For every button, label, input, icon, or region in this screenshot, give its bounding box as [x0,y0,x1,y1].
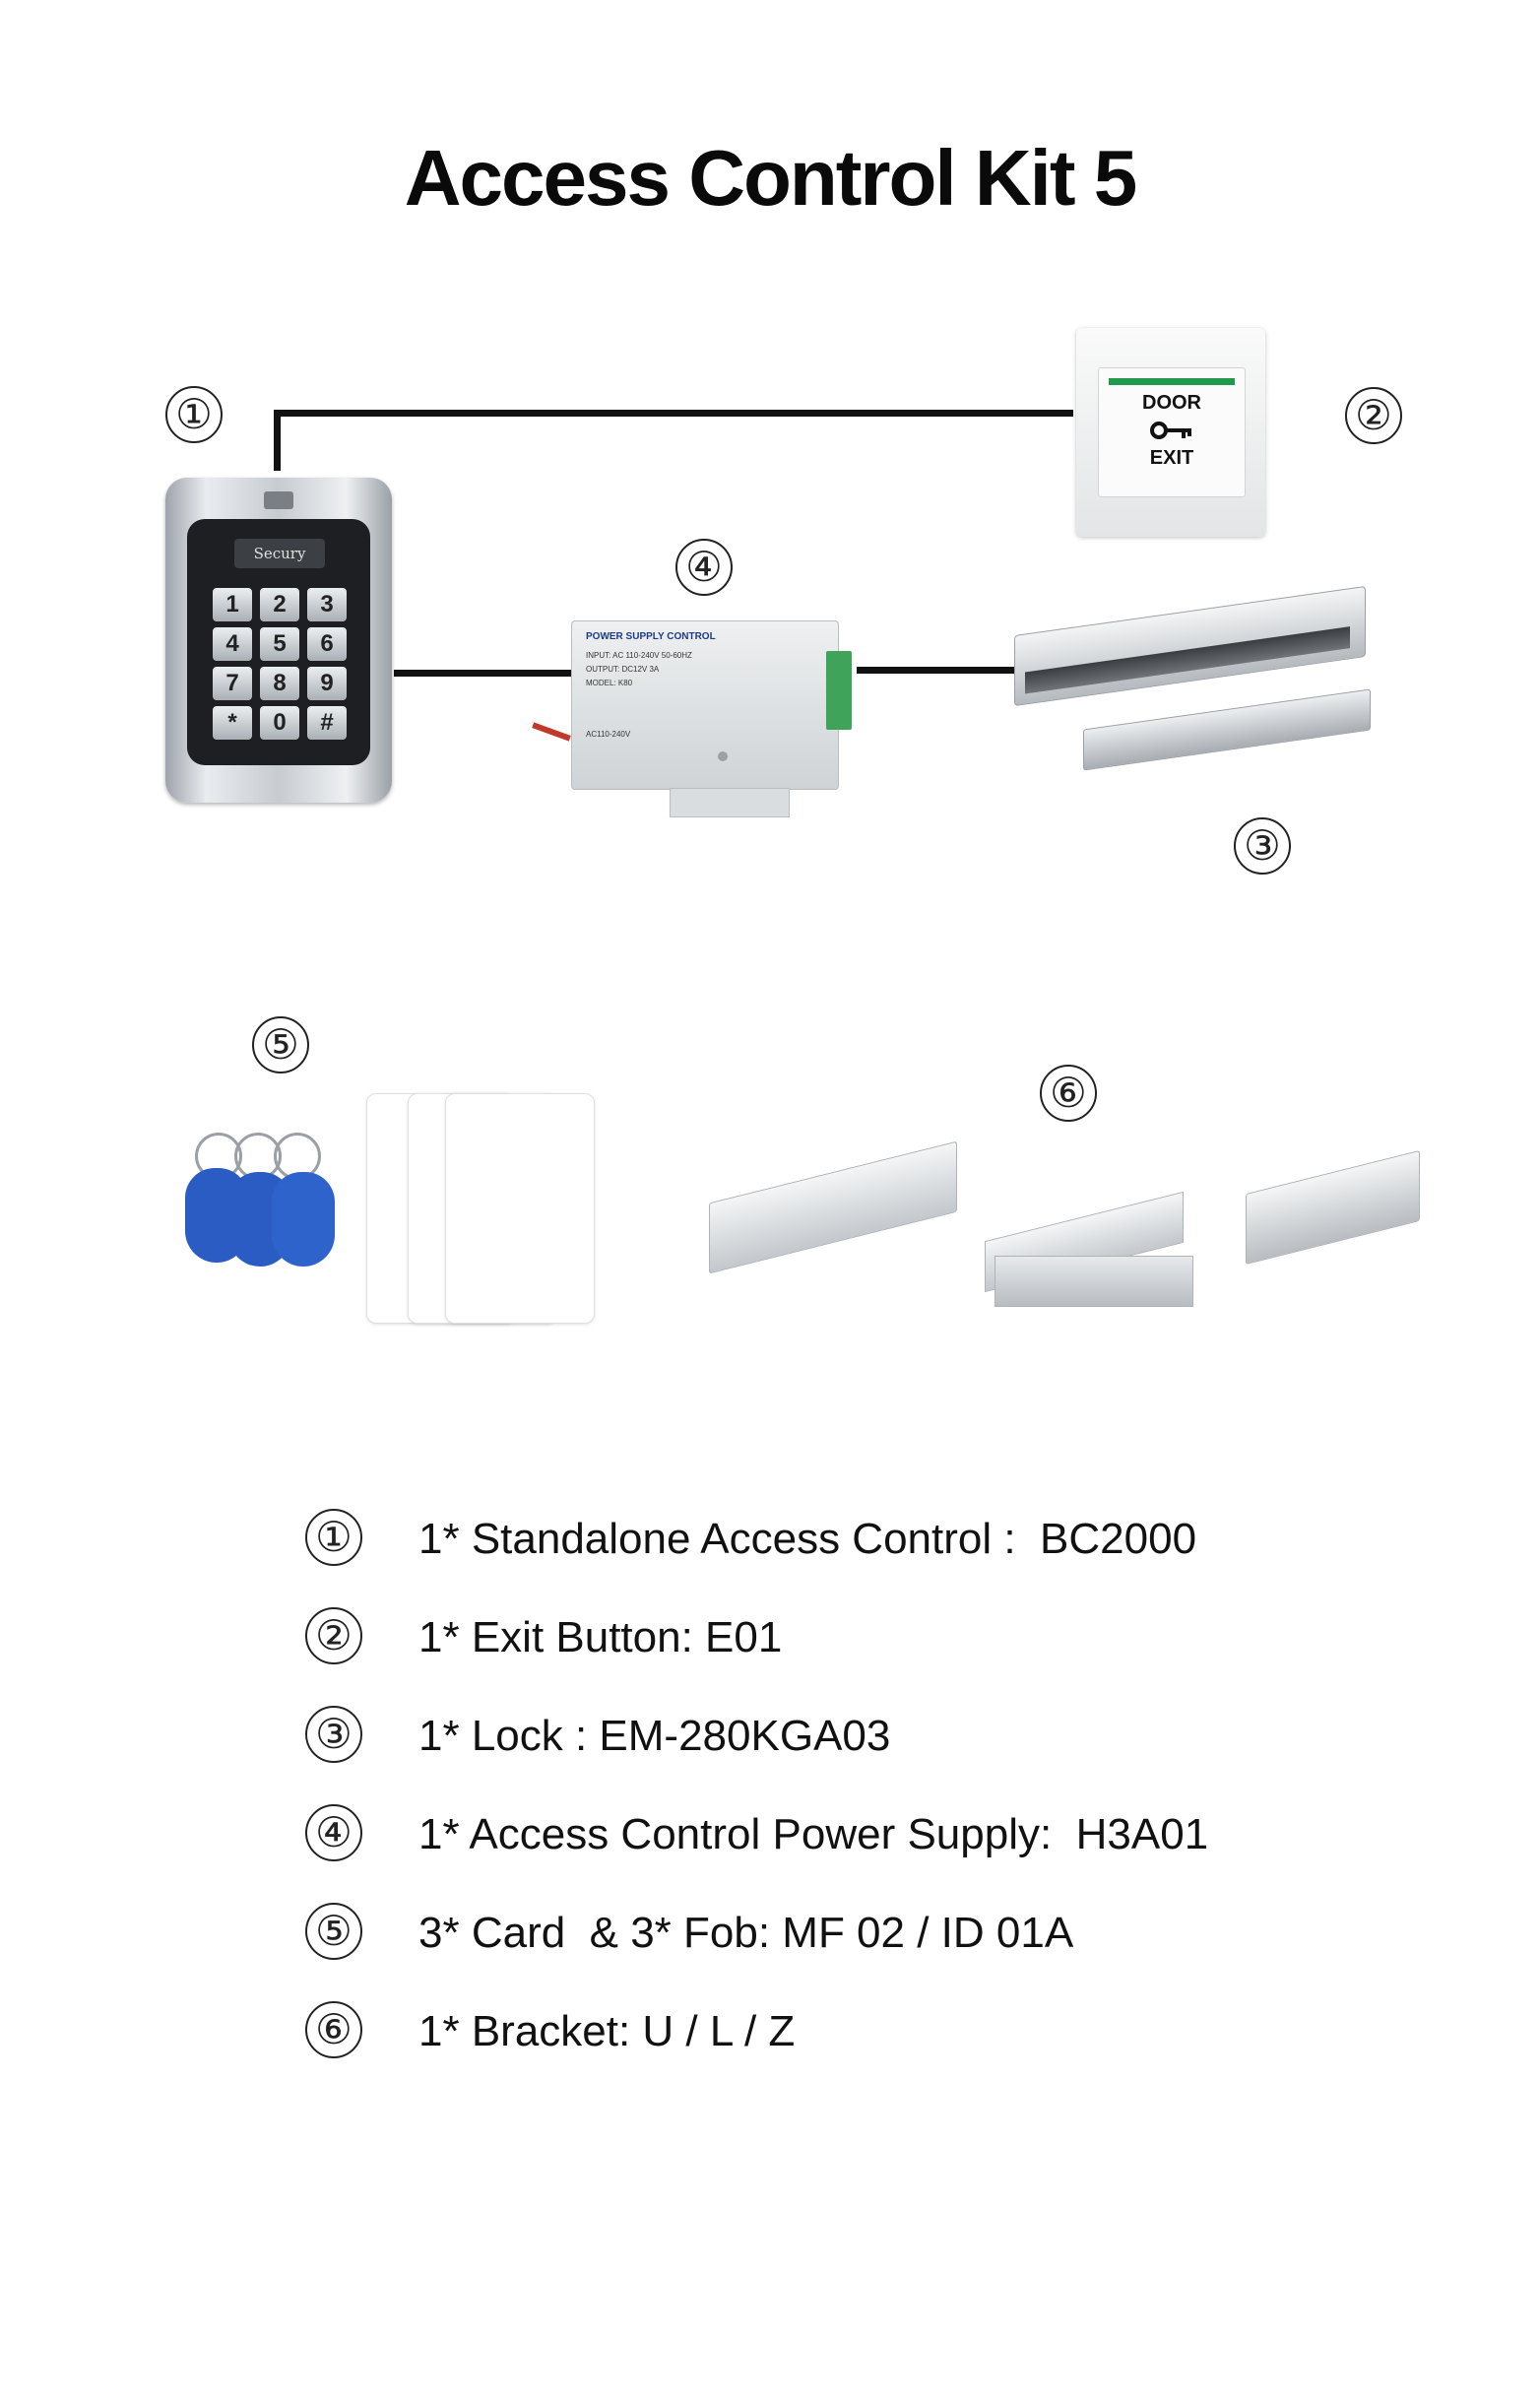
fob-group [185,1133,362,1290]
bracket-l [709,1140,957,1274]
maglock-device [1014,585,1371,798]
marker-3: ③ [1234,817,1291,875]
key-star[interactable]: * [213,706,252,740]
list-text-2: 1* Exit Button: E01 [418,1613,783,1661]
psu-line-1: INPUT: AC 110-240V 50-60HZ [586,651,692,660]
list-text-3: 1* Lock : EM-280KGA03 [418,1712,891,1760]
keypad-brand-window: Secury [234,539,325,568]
psu-line-2: OUTPUT: DC12V 3A [586,665,660,674]
marker-4: ④ [675,539,733,596]
key-5[interactable]: 5 [260,627,299,661]
power-supply-device: POWER SUPPLY CONTROL INPUT: AC 110-240V … [532,611,866,827]
keypad-face: Secury 1 2 3 4 5 6 7 8 9 * 0 # [187,519,370,765]
key-icon [1150,418,1193,443]
psu-body: POWER SUPPLY CONTROL INPUT: AC 110-240V … [571,620,852,790]
key-8[interactable]: 8 [260,667,299,700]
list-marker-3: ③ [305,1706,362,1763]
psu-header: POWER SUPPLY CONTROL [586,631,716,642]
key-4[interactable]: 4 [213,627,252,661]
exit-green-stripe [1109,378,1235,385]
key-2[interactable]: 2 [260,588,299,621]
page-title: Access Control Kit 5 [404,134,1137,222]
key-9[interactable]: 9 [307,667,347,700]
key-0[interactable]: 0 [260,706,299,740]
exit-button-device[interactable]: DOOR EXIT [1076,328,1265,537]
key-hash[interactable]: # [307,706,347,740]
marker-2: ② [1345,387,1402,444]
psu-cable [532,722,571,742]
maglock-face [1025,626,1350,694]
list-item: ② 1* Exit Button: E01 [305,1605,1290,1674]
list-text-4: 1* Access Control Power Supply: H3A01 [418,1810,1209,1858]
key-1[interactable]: 1 [213,588,252,621]
marker-6: ⑥ [1040,1065,1097,1122]
list-text-1: 1* Standalone Access Control : BC2000 [418,1515,1197,1563]
key-3[interactable]: 3 [307,588,347,621]
exit-button-face: DOOR EXIT [1098,367,1246,497]
list-marker-2: ② [305,1607,362,1664]
maglock-armature [1083,688,1371,771]
list-marker-4: ④ [305,1804,362,1861]
list-marker-1: ① [305,1509,362,1566]
fob-3 [272,1172,335,1267]
list-item: ⑤ 3* Card & 3* Fob: MF 02 / ID 01A [305,1901,1290,1970]
list-marker-6: ⑥ [305,2001,362,2058]
list-marker-5: ⑤ [305,1903,362,1960]
list-text-6: 1* Bracket: U / L / Z [418,2007,796,2055]
keypad-led-slot [264,491,293,509]
maglock-body [1014,585,1366,707]
keypad-device: Secury 1 2 3 4 5 6 7 8 9 * 0 # [165,478,392,803]
exit-door-label: DOOR [1142,392,1201,414]
wiring-diagram: ① ② ③ ④ ⑤ ⑥ Secury 1 2 3 4 5 6 7 8 9 * 0 [165,328,1420,1324]
psu-mount-tab [670,788,790,817]
key-6[interactable]: 6 [307,627,347,661]
list-item: ③ 1* Lock : EM-280KGA03 [305,1704,1290,1773]
psu-terminal [826,651,852,730]
bracket-z [985,1187,1193,1315]
list-item: ① 1* Standalone Access Control : BC2000 [305,1507,1290,1576]
bracket-z-lower [995,1256,1193,1307]
list-text-5: 3* Card & 3* Fob: MF 02 / ID 01A [418,1909,1074,1957]
wire-keypad-to-psu [394,670,581,677]
keypad-grid: 1 2 3 4 5 6 7 8 9 * 0 # [213,588,347,740]
key-7[interactable]: 7 [213,667,252,700]
marker-5: ⑤ [252,1016,309,1073]
wire-keypad-to-exit [274,410,1073,417]
exit-exit-label: EXIT [1149,447,1194,469]
wire-psu-to-lock [857,667,1019,674]
list-item: ④ 1* Access Control Power Supply: H3A01 [305,1802,1290,1871]
psu-screw [718,751,728,761]
marker-1: ① [165,386,223,443]
bracket-u [1246,1149,1420,1266]
list-item: ⑥ 1* Bracket: U / L / Z [305,1999,1290,2068]
wire-keypad-riser [274,410,281,471]
psu-line-3: MODEL: K80 [586,679,633,687]
card-3 [445,1093,595,1324]
psu-bottom-label: AC110-240V [586,730,631,739]
